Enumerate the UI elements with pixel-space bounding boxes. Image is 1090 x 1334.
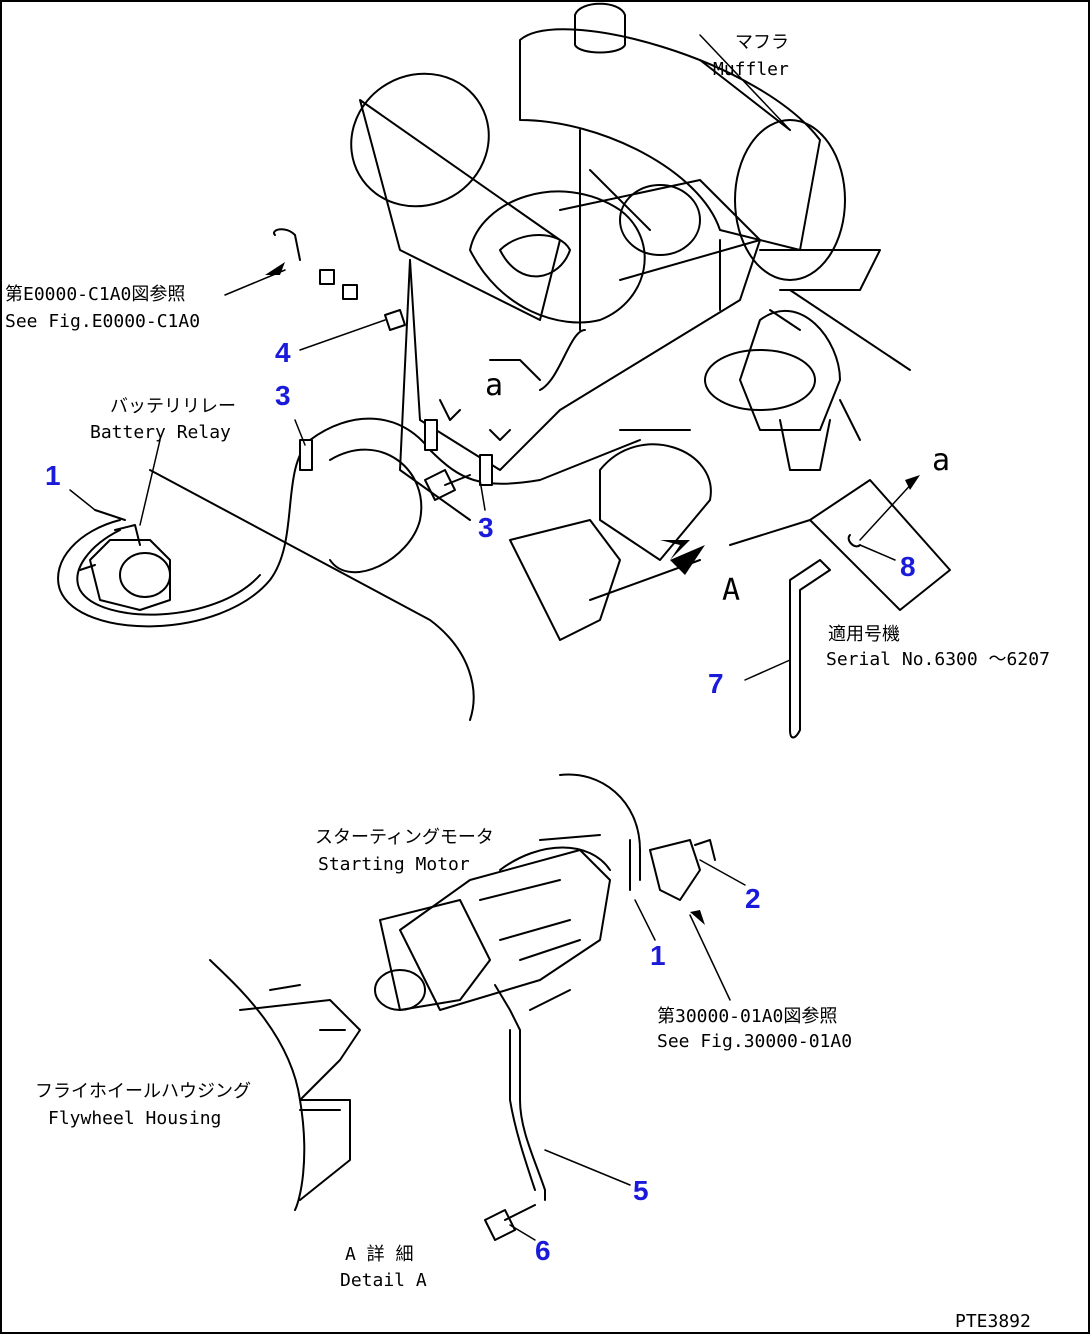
ground-strap-drawing	[484, 984, 571, 1241]
see-fig-top-label-jp: 第E0000-C1A0図参照	[5, 284, 185, 305]
callout-7: 7	[708, 668, 724, 699]
detail-label-en: Detail A	[340, 1270, 427, 1291]
callout-1-top: 1	[45, 460, 61, 491]
muffler-label-jp: マフラ	[735, 32, 789, 53]
cable-top-drawing	[57, 417, 641, 628]
serial-part-drawing	[789, 479, 951, 739]
callout-3-top: 3	[275, 380, 291, 411]
drawing-code: PTE3892	[955, 1311, 1031, 1332]
starting-motor-label-en: Starting Motor	[318, 854, 470, 875]
battery-relay-label-jp: バッテリリレー	[110, 396, 236, 417]
serial-label-jp: 適用号機	[828, 624, 900, 645]
detail-label-jp: A 詳 細	[345, 1244, 414, 1265]
harness-top-drawing	[273, 228, 406, 331]
callout-6: 6	[535, 1235, 551, 1266]
starting-motor-label-jp: スターティングモータ	[315, 827, 494, 848]
flywheel-label-en: Flywheel Housing	[48, 1108, 221, 1129]
leader-lines	[69, 34, 916, 1241]
muffler-drawing	[519, 2, 846, 281]
callout-3-bottom: 3	[478, 512, 494, 543]
detail-mark-A: A	[722, 573, 740, 608]
callout-8: 8	[900, 551, 916, 582]
starting-motor-drawing	[374, 834, 611, 1011]
callout-4: 4	[275, 337, 291, 368]
detail-mark-a-engine: a	[485, 368, 503, 403]
flywheel-label-jp: フライホイールハウジング	[35, 1081, 251, 1102]
muffler-label-en: Muffler	[713, 59, 789, 80]
see-fig-bottom-label-en: See Fig.30000-01A0	[657, 1031, 852, 1052]
callout-1-bottom: 1	[650, 940, 666, 971]
battery-relay-label-en: Battery Relay	[90, 422, 231, 443]
battery-relay-drawing	[79, 524, 171, 611]
callout-2: 2	[745, 883, 761, 914]
see-fig-top-label-en: See Fig.E0000-C1A0	[5, 311, 200, 332]
detail-mark-a-serial: a	[932, 443, 950, 478]
arrows	[265, 262, 920, 925]
see-fig-bottom-label-jp: 第30000-01A0図参照	[657, 1006, 837, 1027]
cable-bottom-drawing	[559, 773, 716, 901]
serial-label-en: Serial No.6300 ～6207	[826, 649, 1050, 670]
flywheel-housing-bottom-drawing	[209, 959, 361, 1211]
engine-block-drawing	[350, 72, 911, 521]
callout-5: 5	[633, 1175, 649, 1206]
